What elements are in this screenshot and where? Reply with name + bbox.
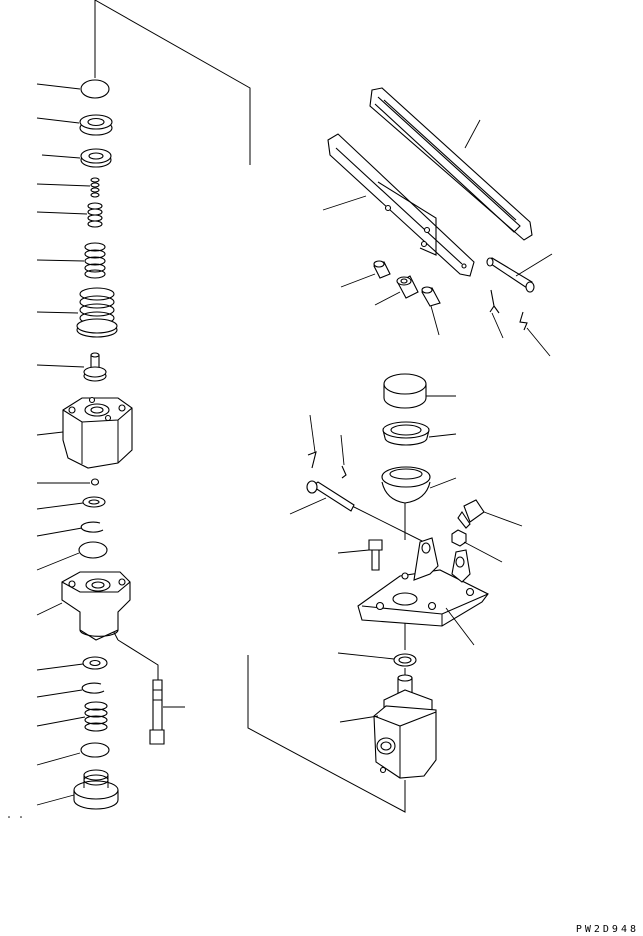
spring-lower (37, 702, 107, 731)
drawing-code: PW2D948 (576, 924, 639, 935)
retainer-upper (37, 497, 105, 509)
elbow-fitting (458, 500, 522, 528)
cotter-pin-a (490, 290, 503, 338)
bushing-right (422, 287, 440, 335)
o-ring-middle (37, 542, 107, 570)
pedal (323, 134, 474, 276)
bushing-left (341, 261, 390, 287)
housing (37, 572, 130, 640)
main-spring (37, 288, 117, 337)
assembly-frame-lines (95, 0, 430, 812)
cup-seal (42, 149, 111, 167)
mounting-bolt (338, 540, 382, 570)
snap-ring-lower (37, 683, 104, 697)
top-cap (384, 374, 456, 408)
spring-medium (37, 203, 102, 227)
bracket (358, 538, 488, 645)
o-ring-bottom (37, 743, 109, 765)
small-spring (37, 178, 99, 197)
end-cap (37, 770, 118, 809)
retainer-lower (37, 657, 107, 670)
cotter-pin-b (520, 312, 550, 356)
reference-marks (8, 816, 22, 818)
o-ring-bracket (338, 653, 416, 666)
boot (382, 467, 456, 503)
nut (452, 530, 502, 562)
collar (375, 276, 418, 305)
ball (37, 479, 99, 485)
cotter-pin-c (308, 415, 316, 468)
clevis-pin (290, 481, 354, 514)
valve-body-lower (340, 675, 436, 778)
spring-large (37, 243, 105, 278)
plunger (37, 353, 106, 381)
valve-body-upper (37, 398, 132, 469)
pedal-cover (370, 88, 532, 240)
o-ring-top (37, 80, 109, 98)
pedal-pin (487, 254, 552, 292)
long-bolt (150, 680, 185, 744)
snap-ring-upper (37, 522, 103, 536)
washer (37, 115, 112, 135)
seal (383, 422, 456, 445)
cotter-pin-d (341, 435, 346, 478)
